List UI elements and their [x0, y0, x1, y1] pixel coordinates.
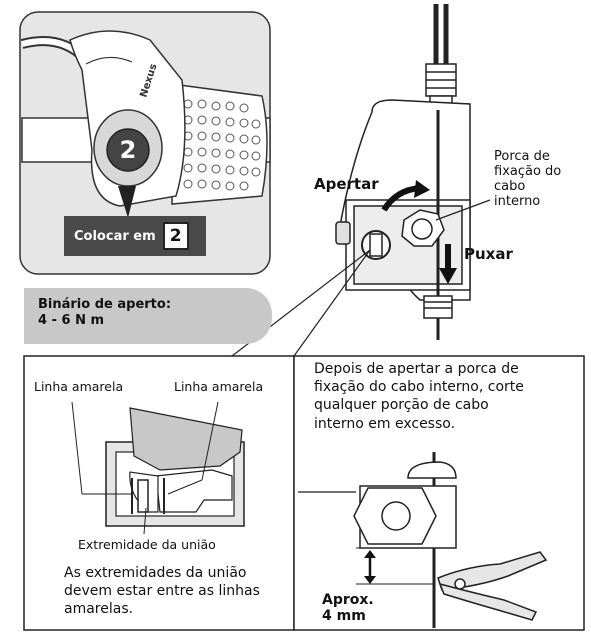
pull-label: Puxar	[464, 245, 513, 263]
yellow-line-left-label: Linha amarela	[34, 379, 124, 394]
tighten-label: Apertar	[314, 175, 379, 193]
gear-indicator: 2	[120, 136, 137, 164]
gear-setting-value: 2	[162, 222, 189, 250]
nut-label: Porca de fixação do cabo interno	[494, 149, 562, 209]
trim-panel	[293, 355, 585, 631]
torque-value: 4 - 6 N m	[38, 313, 105, 329]
yellow-line-right-label: Linha amarela	[174, 379, 264, 394]
length-label: Aprox. 4 mm	[322, 592, 374, 625]
hub-illustration	[335, 4, 471, 340]
trim-instruction: Depois de apertar a porca de fixação do …	[314, 361, 524, 432]
torque-spec: Binário de aperto: 4 - 6 N m	[24, 288, 272, 344]
gear-setting-tag: Colocar em 2	[64, 216, 206, 256]
torque-title: Binário de aperto:	[38, 297, 172, 312]
shifter-panel: 2 Nexus	[19, 11, 271, 275]
grip-texture	[183, 99, 261, 191]
gear-setting-label: Colocar em	[74, 228, 156, 244]
alignment-panel	[23, 355, 295, 631]
joint-end-label: Extremidade da união	[78, 537, 216, 552]
alignment-instruction: As extremidades da união devem estar ent…	[64, 565, 260, 618]
